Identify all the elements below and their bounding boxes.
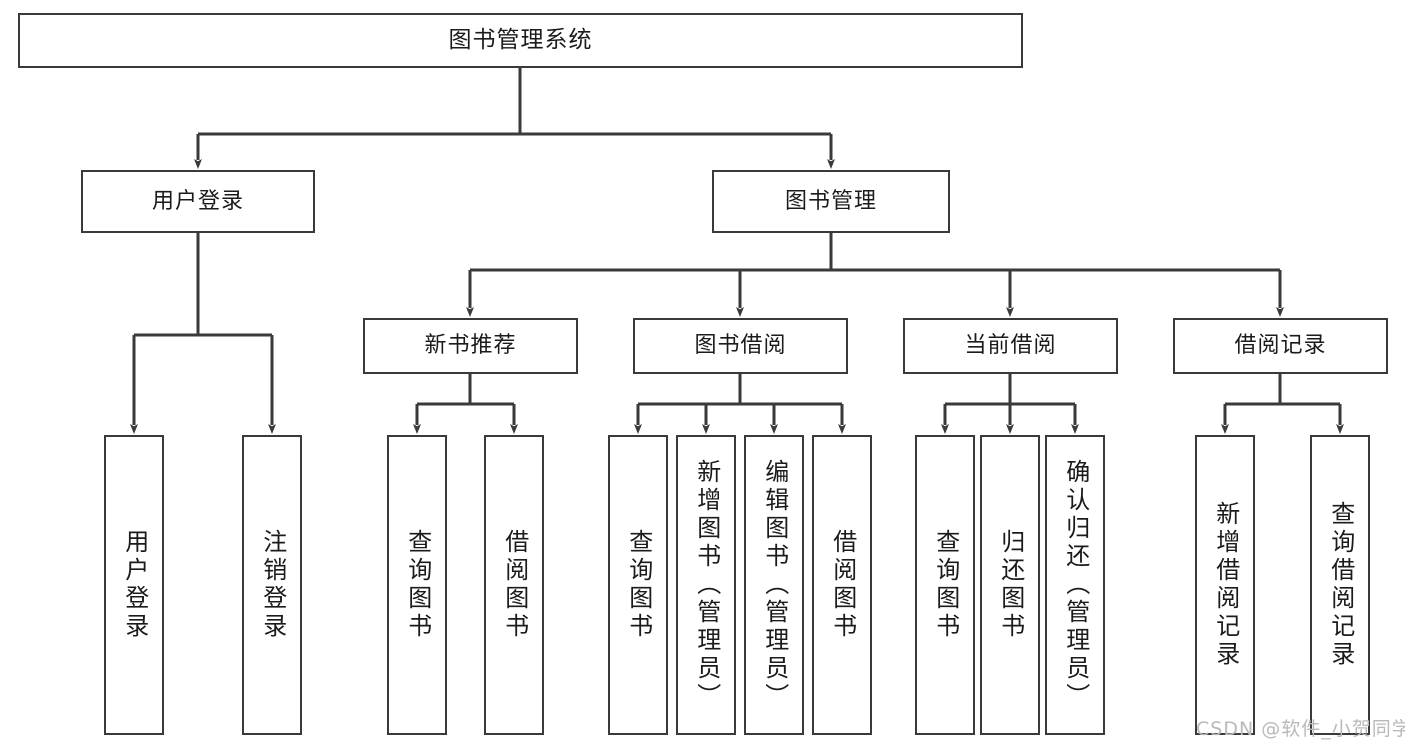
node-leaf-add-record-label: 新增借阅记录: [1211, 501, 1240, 669]
node-new-book-recommend-label: 新书推荐: [424, 333, 517, 359]
node-current-borrow-label: 当前借阅: [964, 333, 1057, 359]
node-book-borrow-label: 图书借阅: [694, 333, 787, 359]
node-leaf-add-record[interactable]: 新增借阅记录: [1195, 435, 1255, 735]
node-borrow-record-label: 借阅记录: [1234, 333, 1327, 359]
node-leaf-borrow-book-1-label: 借阅图书: [500, 529, 529, 641]
node-user-login[interactable]: 用户登录: [81, 170, 315, 233]
node-leaf-query-record-label: 查询借阅记录: [1326, 501, 1355, 669]
node-leaf-query-book-2-label: 查询图书: [624, 529, 653, 641]
node-book-management-label: 图书管理: [784, 188, 877, 214]
node-current-borrow[interactable]: 当前借阅: [903, 318, 1118, 374]
node-leaf-logout-login[interactable]: 注销登录: [242, 435, 302, 735]
node-leaf-logout-login-label: 注销登录: [258, 529, 287, 641]
node-leaf-return-book-label: 归还图书: [996, 529, 1025, 641]
node-borrow-record[interactable]: 借阅记录: [1173, 318, 1388, 374]
node-book-management[interactable]: 图书管理: [712, 170, 950, 233]
node-leaf-borrow-book-2-label: 借阅图书: [828, 529, 857, 641]
node-leaf-query-book-3-label: 查询图书: [931, 529, 960, 641]
watermark-text: CSDN @软件_小贺同学: [1196, 718, 1405, 740]
node-leaf-query-book-2[interactable]: 查询图书: [608, 435, 668, 735]
node-leaf-edit-book[interactable]: 编辑图书（管理员）: [744, 435, 804, 735]
node-leaf-borrow-book-2[interactable]: 借阅图书: [812, 435, 872, 735]
node-leaf-add-book-label: 新增图书（管理员）: [692, 459, 721, 711]
node-leaf-confirm-return-label: 确认归还（管理员）: [1061, 459, 1090, 711]
node-root-system-label: 图书管理系统: [448, 27, 593, 54]
node-new-book-recommend[interactable]: 新书推荐: [363, 318, 578, 374]
node-book-borrow[interactable]: 图书借阅: [633, 318, 848, 374]
node-root-system[interactable]: 图书管理系统: [18, 13, 1023, 68]
node-leaf-user-login-label: 用户登录: [120, 529, 149, 641]
node-leaf-edit-book-label: 编辑图书（管理员）: [760, 459, 789, 711]
node-leaf-query-book-1-label: 查询图书: [403, 529, 432, 641]
node-user-login-label: 用户登录: [151, 188, 244, 214]
node-leaf-borrow-book-1[interactable]: 借阅图书: [484, 435, 544, 735]
node-leaf-add-book[interactable]: 新增图书（管理员）: [676, 435, 736, 735]
node-leaf-return-book[interactable]: 归还图书: [980, 435, 1040, 735]
node-leaf-query-book-3[interactable]: 查询图书: [915, 435, 975, 735]
node-leaf-confirm-return[interactable]: 确认归还（管理员）: [1045, 435, 1105, 735]
node-leaf-user-login[interactable]: 用户登录: [104, 435, 164, 735]
node-leaf-query-record[interactable]: 查询借阅记录: [1310, 435, 1370, 735]
node-leaf-query-book-1[interactable]: 查询图书: [387, 435, 447, 735]
